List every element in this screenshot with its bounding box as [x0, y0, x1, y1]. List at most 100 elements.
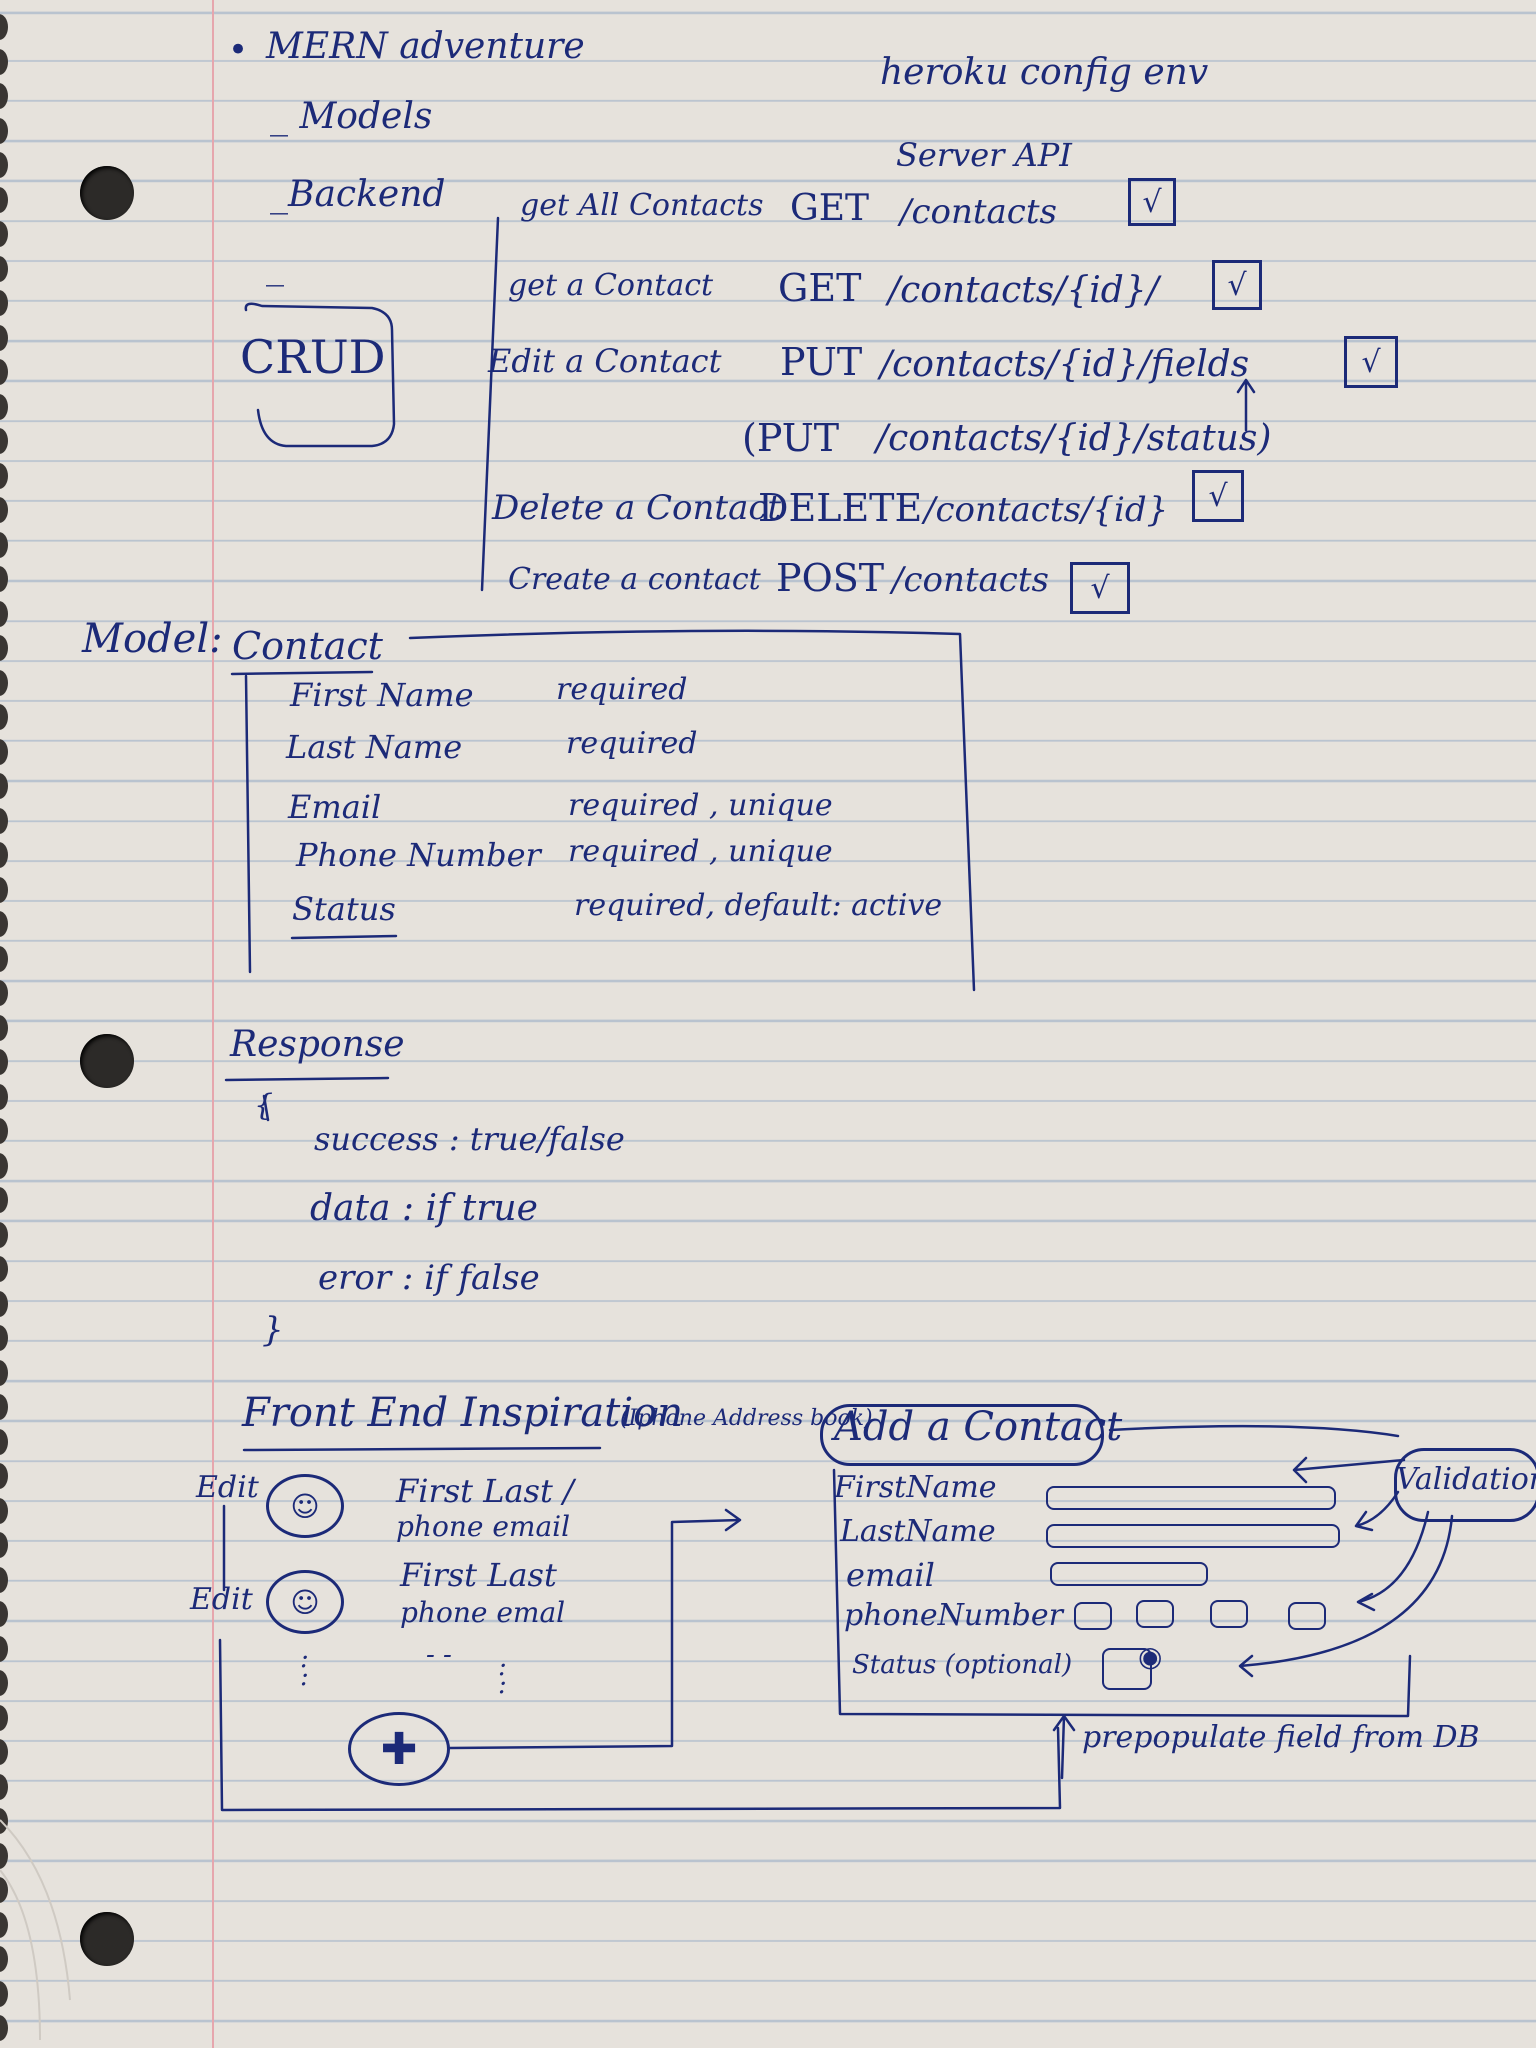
api-done-checkbox: √: [1192, 470, 1244, 522]
spiral-ring: [0, 255, 8, 282]
spiral-ring: [0, 462, 8, 489]
page-title: MERN adventure: [266, 26, 585, 67]
model-field-rule: required, default: active: [574, 888, 943, 923]
spiral-ring: [0, 290, 8, 316]
spiral-ring: [0, 1773, 8, 1800]
form-field-label: LastName: [840, 1514, 996, 1549]
model-field-name: First Name: [290, 676, 474, 714]
spiral-ring: [0, 1946, 8, 1972]
api-path: /contacts/{id}: [924, 490, 1169, 530]
spiral-ring: [0, 566, 8, 592]
form-field-label: phoneNumber: [844, 1598, 1063, 1633]
phone-segment-sketch: [1136, 1600, 1174, 1628]
model-name: Contact: [232, 624, 383, 668]
spiral-ring: [0, 1187, 8, 1213]
contact-line-secondary: phone emal: [400, 1596, 566, 1629]
add-form-title: Add a Contact: [834, 1404, 1123, 1450]
api-method: PUT: [780, 340, 863, 384]
spiral-ring: [0, 738, 8, 765]
validation-bubble: [1394, 1448, 1536, 1522]
spiral-ring: [0, 1256, 8, 1282]
frontend-title: Front End Inspiration: [242, 1390, 683, 1436]
spiral-ring: [0, 1428, 8, 1455]
api-path: /contacts/{id}/status): [876, 418, 1272, 459]
status-toggle-sketch: [1102, 1648, 1152, 1690]
model-field-name: Last Name: [286, 728, 463, 766]
spiral-ring: [0, 359, 8, 385]
response-open-brace: {: [254, 1088, 274, 1123]
form-field-label: FirstName: [834, 1470, 997, 1505]
spiral-ring: [0, 1497, 8, 1524]
contact-line-primary: First Last /: [396, 1472, 574, 1510]
spiral-ring: [0, 2015, 8, 2041]
api-label: Edit a Contact: [488, 342, 722, 380]
phone-segment-sketch: [1288, 1602, 1326, 1630]
api-label: Create a contact: [508, 562, 761, 597]
api-label: get a Contact: [508, 268, 714, 303]
form-input-sketch: [1046, 1486, 1336, 1510]
spiral-ring: [0, 117, 8, 144]
crud-label: CRUD: [240, 330, 386, 384]
api-label: get All Contacts: [520, 188, 764, 223]
spiral-ring: [0, 773, 8, 799]
response-title: Response: [230, 1024, 405, 1065]
model-field-name: Phone Number: [296, 836, 541, 874]
api-path: /contacts: [900, 192, 1057, 232]
response-line: data : if true: [310, 1188, 538, 1229]
outline-item-models: _ Models: [270, 96, 433, 137]
api-done-checkbox: √: [1070, 562, 1130, 614]
spiral-ring: [0, 876, 8, 903]
spiral-ring: [0, 1049, 8, 1075]
spiral-ring: [0, 1152, 8, 1179]
spiral-ring: [0, 324, 8, 351]
response-line: success : true/false: [314, 1120, 625, 1158]
more-dots: ::: [498, 1652, 507, 1700]
spiral-ring: [0, 1911, 8, 1938]
form-input-sketch: [1050, 1562, 1208, 1586]
spiral-ring: [0, 83, 8, 109]
spiral-ring: [0, 1980, 8, 2007]
spiral-ring: [0, 186, 8, 213]
spiral-ring: [0, 1325, 8, 1351]
api-done-checkbox: √: [1212, 260, 1262, 310]
spiral-ring: [0, 635, 8, 661]
phone-segment-sketch: [1074, 1602, 1112, 1630]
spiral-ring: [0, 945, 8, 972]
more-dots: ::: [300, 1644, 309, 1692]
api-path: /contacts: [892, 560, 1049, 600]
spiral-ring: [0, 1290, 8, 1317]
add-contact-plus-icon: ✚: [348, 1712, 450, 1786]
spiral-ring: [0, 1221, 8, 1248]
edit-label: Edit: [190, 1582, 253, 1617]
outline-item-empty: _: [266, 246, 284, 287]
toggle-knob-icon: ◉: [1138, 1640, 1163, 1673]
spiral-ring: [0, 393, 8, 420]
spiral-ring: [0, 807, 8, 834]
heroku-note: heroku config env: [880, 52, 1209, 93]
avatar-icon: ☺: [266, 1570, 344, 1634]
punch-hole: [80, 166, 134, 220]
spiral-ring: [0, 221, 8, 247]
api-path: /contacts/{id}/: [888, 270, 1159, 311]
spiral-ring: [0, 531, 8, 558]
spiral-ring: [0, 1083, 8, 1110]
spiral-ring: [0, 600, 8, 627]
contact-line-secondary: phone email: [396, 1510, 571, 1543]
model-field-name: Status: [292, 890, 396, 928]
api-done-checkbox: √: [1344, 336, 1398, 388]
contact-line-primary: First Last: [400, 1556, 557, 1594]
more-dots: - -: [426, 1640, 452, 1670]
api-method: (PUT: [742, 416, 840, 460]
model-label: Model:: [82, 616, 223, 662]
api-path: /contacts/{id}/fields: [880, 344, 1250, 385]
spiral-ring: [0, 428, 8, 454]
spiral-ring: [0, 1532, 8, 1558]
spiral-ring: [0, 1118, 8, 1144]
add-form-title-outline: [820, 1404, 1104, 1466]
spiral-ring: [0, 669, 8, 696]
response-close-brace: }: [262, 1310, 284, 1350]
model-field-rule: required: [556, 672, 688, 707]
